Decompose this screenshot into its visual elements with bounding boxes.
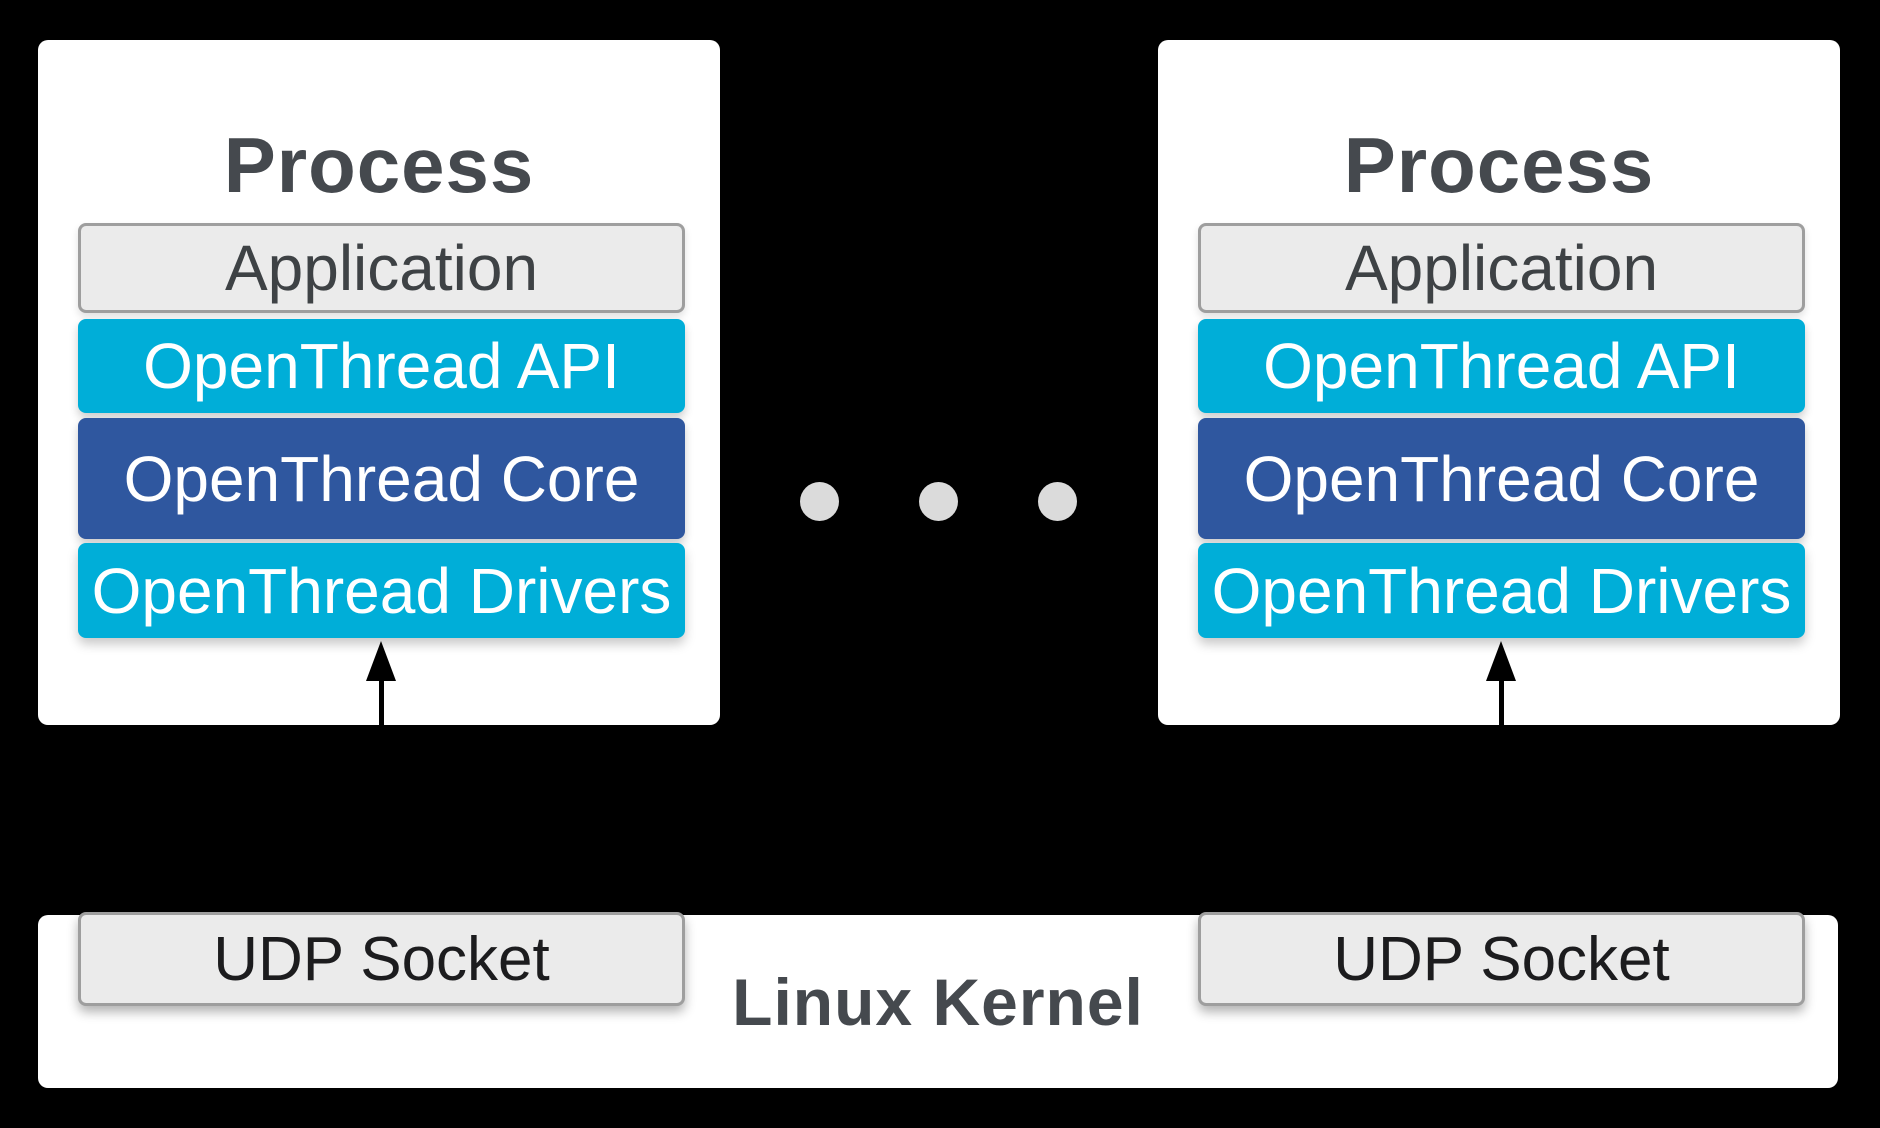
udp-socket-left: UDP Socket xyxy=(78,912,685,1006)
layer-openthread-api: OpenThread API xyxy=(78,319,685,413)
process-box-right: Process Application OpenThread API OpenT… xyxy=(1158,40,1840,725)
layer-application: Application xyxy=(1198,223,1805,313)
layer-openthread-drivers: OpenThread Drivers xyxy=(1198,543,1805,638)
layer-openthread-core: OpenThread Core xyxy=(78,418,685,539)
layer-openthread-drivers: OpenThread Drivers xyxy=(78,543,685,638)
layer-openthread-api: OpenThread API xyxy=(1198,319,1805,413)
layer-openthread-core: OpenThread Core xyxy=(1198,418,1805,539)
linux-kernel-label: Linux Kernel xyxy=(732,964,1144,1039)
arrow-head xyxy=(1486,641,1516,681)
linux-kernel-bar: UDP Socket Linux Kernel UDP Socket xyxy=(38,912,1838,1088)
arrow-up-icon xyxy=(366,641,397,725)
arrow-shaft xyxy=(1499,679,1504,725)
ellipsis-dot xyxy=(919,482,958,521)
arrow-up-icon xyxy=(1486,641,1517,725)
arrow-shaft xyxy=(379,679,384,725)
ellipsis-dot xyxy=(800,482,839,521)
process-title: Process xyxy=(1343,121,1655,209)
process-box-left: Process Application OpenThread API OpenT… xyxy=(38,40,720,725)
process-title: Process xyxy=(223,121,535,209)
ellipsis-dot xyxy=(1038,482,1077,521)
arrow-head xyxy=(366,641,396,681)
udp-socket-right: UDP Socket xyxy=(1198,912,1805,1006)
ellipsis-dots xyxy=(800,482,1077,521)
layer-application: Application xyxy=(78,223,685,313)
